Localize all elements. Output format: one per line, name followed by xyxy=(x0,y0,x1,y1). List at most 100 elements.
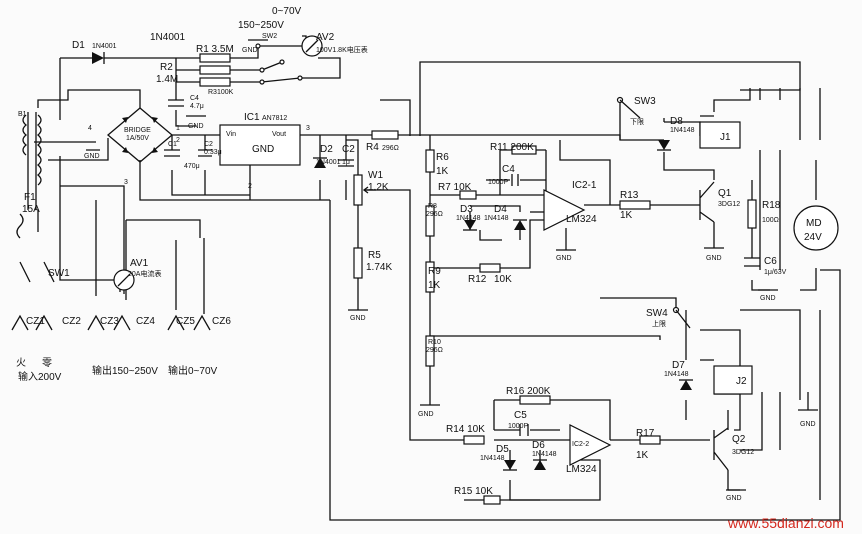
label-bridge-val: 1A/50V xyxy=(126,135,149,142)
label-r6: R6 xyxy=(436,152,449,163)
label-cz5: CZ5 xyxy=(176,316,195,327)
label-r8: R8 xyxy=(428,203,437,210)
label-r14: R14 10K xyxy=(446,424,485,435)
resistor-r2 xyxy=(199,65,231,75)
ammeter-av1 xyxy=(113,269,135,291)
resistor-r14 xyxy=(463,435,485,445)
resistor-r3 xyxy=(199,77,231,87)
label-r10: R10 xyxy=(428,339,441,346)
label-pin3b: 3 xyxy=(124,179,128,186)
label-d4-part: 1N4148 xyxy=(484,215,509,222)
label-neutral: 零 xyxy=(42,357,52,369)
label-ic2-1-part: LM324 xyxy=(566,214,597,225)
label-c6-val: 1μ/63V xyxy=(764,269,787,276)
label-ic2-2-part: LM324 xyxy=(566,464,597,475)
label-w1: W1 xyxy=(368,170,383,181)
label-f1: F1 xyxy=(24,192,36,203)
sockets xyxy=(11,314,211,331)
label-d4: D4 xyxy=(494,204,507,215)
label-d3: D3 xyxy=(460,204,473,215)
transistor-q2 xyxy=(713,427,729,471)
label-cz1: CZ1 xyxy=(26,316,45,327)
label-c2a-val: 0.33μ xyxy=(204,149,222,156)
label-j1: J1 xyxy=(720,132,731,143)
label-gnd-q2: GND xyxy=(726,495,742,502)
diode-d6 xyxy=(533,459,547,470)
label-pin1: 1 xyxy=(176,125,180,132)
label-out1: 输出150~250V xyxy=(92,364,158,377)
diode-d2 xyxy=(313,157,327,168)
label-sw4-sub: 上限 xyxy=(652,319,666,328)
label-r9-val: 1K xyxy=(428,280,441,291)
diode-d5 xyxy=(503,460,517,471)
switch-sw3 xyxy=(616,96,641,119)
label-gnd-q1: GND xyxy=(706,255,722,262)
label-gnd-sw2: GND xyxy=(242,47,258,54)
capacitor-c4b xyxy=(511,174,519,186)
bridge-rectifier xyxy=(106,107,174,163)
diode-d3 xyxy=(463,220,477,231)
fuse-f1 xyxy=(16,213,24,239)
label-av1: AV1 xyxy=(130,258,149,269)
opamp-ic2-1 xyxy=(543,189,586,231)
label-d5: D5 xyxy=(496,444,509,455)
label-r12-val: 10K xyxy=(494,274,512,285)
label-ic2-1: IC2-1 xyxy=(572,180,597,191)
label-r4: R4 xyxy=(366,142,379,153)
label-r13-val: 1K xyxy=(620,210,633,221)
diode-d4 xyxy=(513,219,527,230)
label-md: MD xyxy=(806,218,822,229)
label-r8-val: 296Ω xyxy=(426,211,443,218)
resistor-r11 xyxy=(511,145,537,155)
label-c2b-val: 1μ xyxy=(342,159,350,166)
label-bridge: BRIDGE xyxy=(124,127,151,134)
label-r13: R13 xyxy=(620,190,639,201)
label-gnd-r5: GND xyxy=(350,315,366,322)
label-cz6: CZ6 xyxy=(212,316,231,327)
label-range-0-70: 0~70V xyxy=(272,6,302,17)
label-r18-val: 100Ω xyxy=(762,217,779,224)
diode-d7 xyxy=(679,379,693,390)
label-ic1-vout: Vout xyxy=(272,131,286,138)
label-d2: D2 xyxy=(320,144,333,155)
label-c4b-val: 1000P xyxy=(488,179,509,186)
label-d5-part: 1N4148 xyxy=(480,455,505,462)
label-r3: R3100K xyxy=(208,89,234,96)
resistor-r13 xyxy=(619,200,651,210)
label-ic1-gnd: GND xyxy=(252,144,274,155)
label-pin2: 2 xyxy=(176,137,180,144)
label-av1-desc: 20A电流表 xyxy=(128,269,161,278)
potentiometer-w1 xyxy=(353,174,376,206)
label-d3-part: 1N4148 xyxy=(456,215,481,222)
label-gnd-c4: GND xyxy=(188,123,204,130)
label-c4b: C4 xyxy=(502,164,515,175)
label-q2: Q2 xyxy=(732,434,746,445)
resistor-r9 xyxy=(425,261,435,293)
label-ic1-vin: Vin xyxy=(226,131,236,138)
label-q1: Q1 xyxy=(718,188,732,199)
label-r2-val: 1.4M xyxy=(156,74,178,85)
resistor-r4 xyxy=(371,130,399,140)
label-c4-val: 4.7μ xyxy=(190,103,204,110)
label-pin3: 3 xyxy=(306,125,310,132)
relay-j1 xyxy=(699,121,741,149)
resistor-r17 xyxy=(639,435,661,445)
label-cz4: CZ4 xyxy=(136,316,155,327)
resistor-r5 xyxy=(353,247,363,279)
label-r5: R5 xyxy=(368,250,381,261)
label-q2-part: 3DG12 xyxy=(732,449,754,456)
label-c5-val: 1000P xyxy=(508,423,529,430)
label-r15: R15 10K xyxy=(454,486,493,497)
wires xyxy=(34,35,841,521)
ground-symbols xyxy=(86,39,818,491)
label-r17-val: 1K xyxy=(636,450,649,461)
diode-d1 xyxy=(92,52,105,64)
label-r4-val: 296Ω xyxy=(382,145,399,152)
resistor-r16 xyxy=(519,395,551,405)
capacitor-c6 xyxy=(744,257,760,267)
label-d2-part: 1N4001 xyxy=(316,159,341,166)
label-fire: 火 xyxy=(16,357,26,369)
label-ic1-part: AN7812 xyxy=(262,115,287,122)
